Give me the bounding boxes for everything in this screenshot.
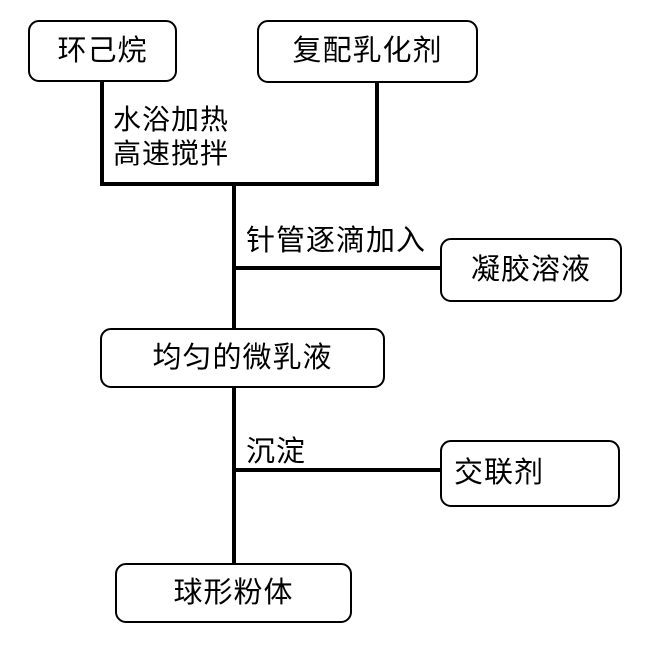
- edge-label-dropwise: 针管逐滴加入: [246, 225, 427, 257]
- node-cyclohexane-label: 环己烷: [57, 34, 148, 67]
- connector-spine-lower: [232, 386, 236, 565]
- connector-merge-bar: [100, 182, 379, 186]
- node-cyclohexane: 环己烷: [28, 20, 177, 82]
- connector-cyclohexane-down: [100, 80, 104, 184]
- node-crosslinker: 交联剂: [440, 440, 620, 507]
- node-crosslinker-label: 交联剂: [454, 457, 545, 489]
- connector-crosslinker-branch: [234, 468, 440, 472]
- connector-emulsifier-down: [375, 81, 379, 184]
- node-spherical-powder: 球形粉体: [115, 563, 352, 623]
- node-uniform-microemulsion: 均匀的微乳液: [100, 328, 385, 388]
- edge-label-water-bath: 水浴加热: [113, 105, 230, 136]
- connector-gel-branch: [234, 266, 440, 270]
- node-compound-emulsifier-label: 复配乳化剂: [292, 35, 443, 67]
- node-compound-emulsifier: 复配乳化剂: [257, 20, 478, 83]
- node-gel-solution-label: 凝胶溶液: [470, 253, 591, 286]
- edge-label-precipitation: 沉淀: [246, 436, 307, 468]
- node-spherical-powder-label: 球形粉体: [173, 576, 294, 609]
- node-uniform-microemulsion-label: 均匀的微乳液: [152, 341, 333, 374]
- connector-spine-upper: [232, 182, 236, 330]
- edge-label-water-bath-stirring: 水浴加热 高速搅拌: [113, 104, 229, 172]
- edge-label-stirring: 高速搅拌: [113, 139, 230, 170]
- node-gel-solution: 凝胶溶液: [440, 238, 622, 302]
